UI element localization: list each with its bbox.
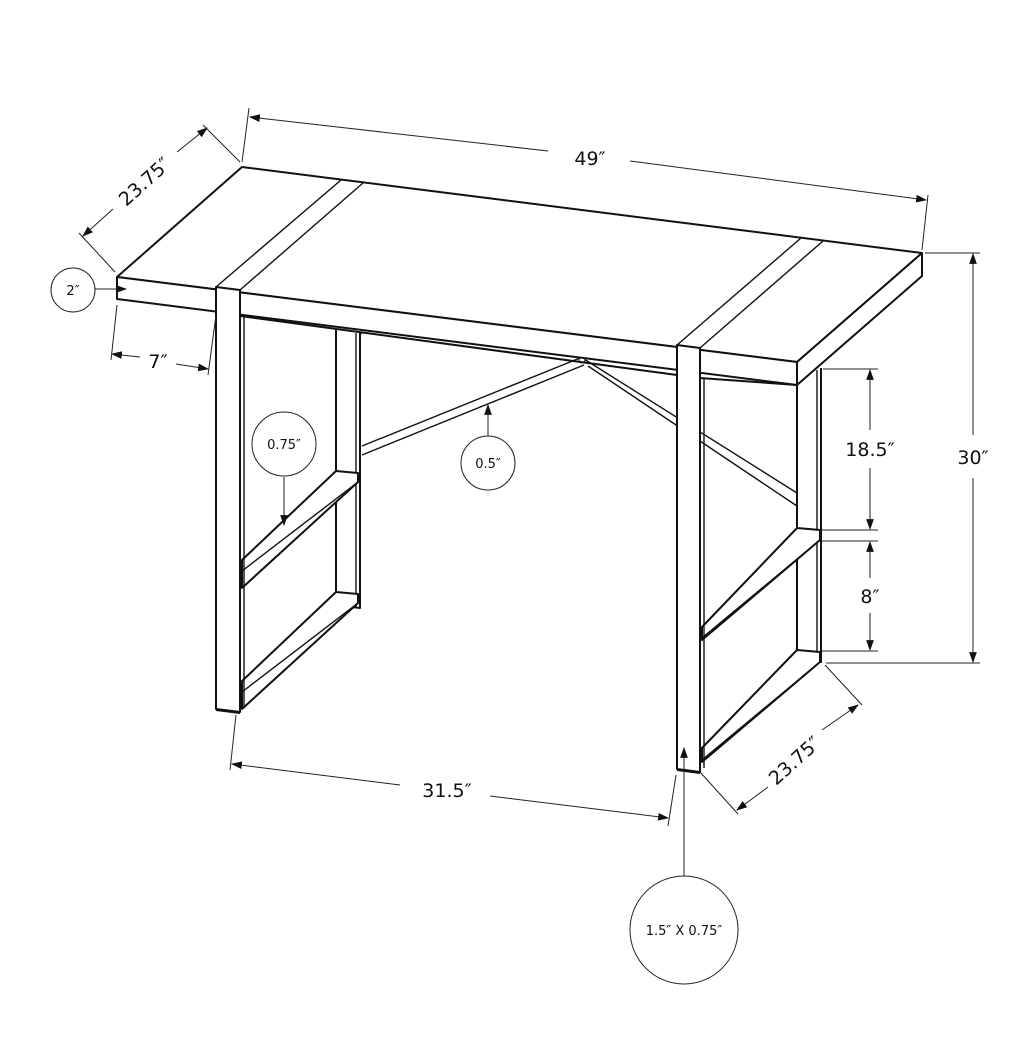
front-right-leg [676,344,701,774]
width-label: 49″ [574,148,605,170]
dimension-upper-opening: 18.5″ [822,368,895,531]
leg-profile-label: 1.5″ X 0.75″ [646,924,723,939]
upper-opening-label: 18.5″ [845,439,894,461]
callout-top-thickness: 2″ [50,267,128,313]
cross-brace-label: 0.5″ [475,457,501,472]
top-depth-label: 23.75″ [115,153,175,211]
shelf-bar-label: 0.75″ [267,438,301,453]
callout-shelf-bar: 0.75″ [251,411,317,527]
dimension-overhang: 7″ [110,304,217,376]
tabletop [116,166,923,386]
dimension-lower-shelf: 8″ [822,540,880,652]
height-label: 30″ [957,447,988,469]
dimension-leg-spacing: 31.5″ [229,714,677,827]
dimension-width: 49″ [241,107,929,251]
callout-leg-profile: 1.5″ X 0.75″ [629,746,739,985]
right-side-frame [701,378,821,768]
left-side-frame [241,317,359,710]
front-left-leg [215,286,241,714]
back-left-leg [335,330,362,609]
overhang-label: 7″ [148,351,167,373]
callout-cross-brace: 0.5″ [460,403,516,491]
dimension-height: 30″ [826,252,989,664]
leg-spacing-label: 31.5″ [422,780,471,802]
back-right-leg [796,368,822,663]
lower-shelf-label: 8″ [860,586,879,608]
top-thickness-label: 2″ [66,284,79,299]
base-depth-label: 23.75″ [765,732,825,790]
